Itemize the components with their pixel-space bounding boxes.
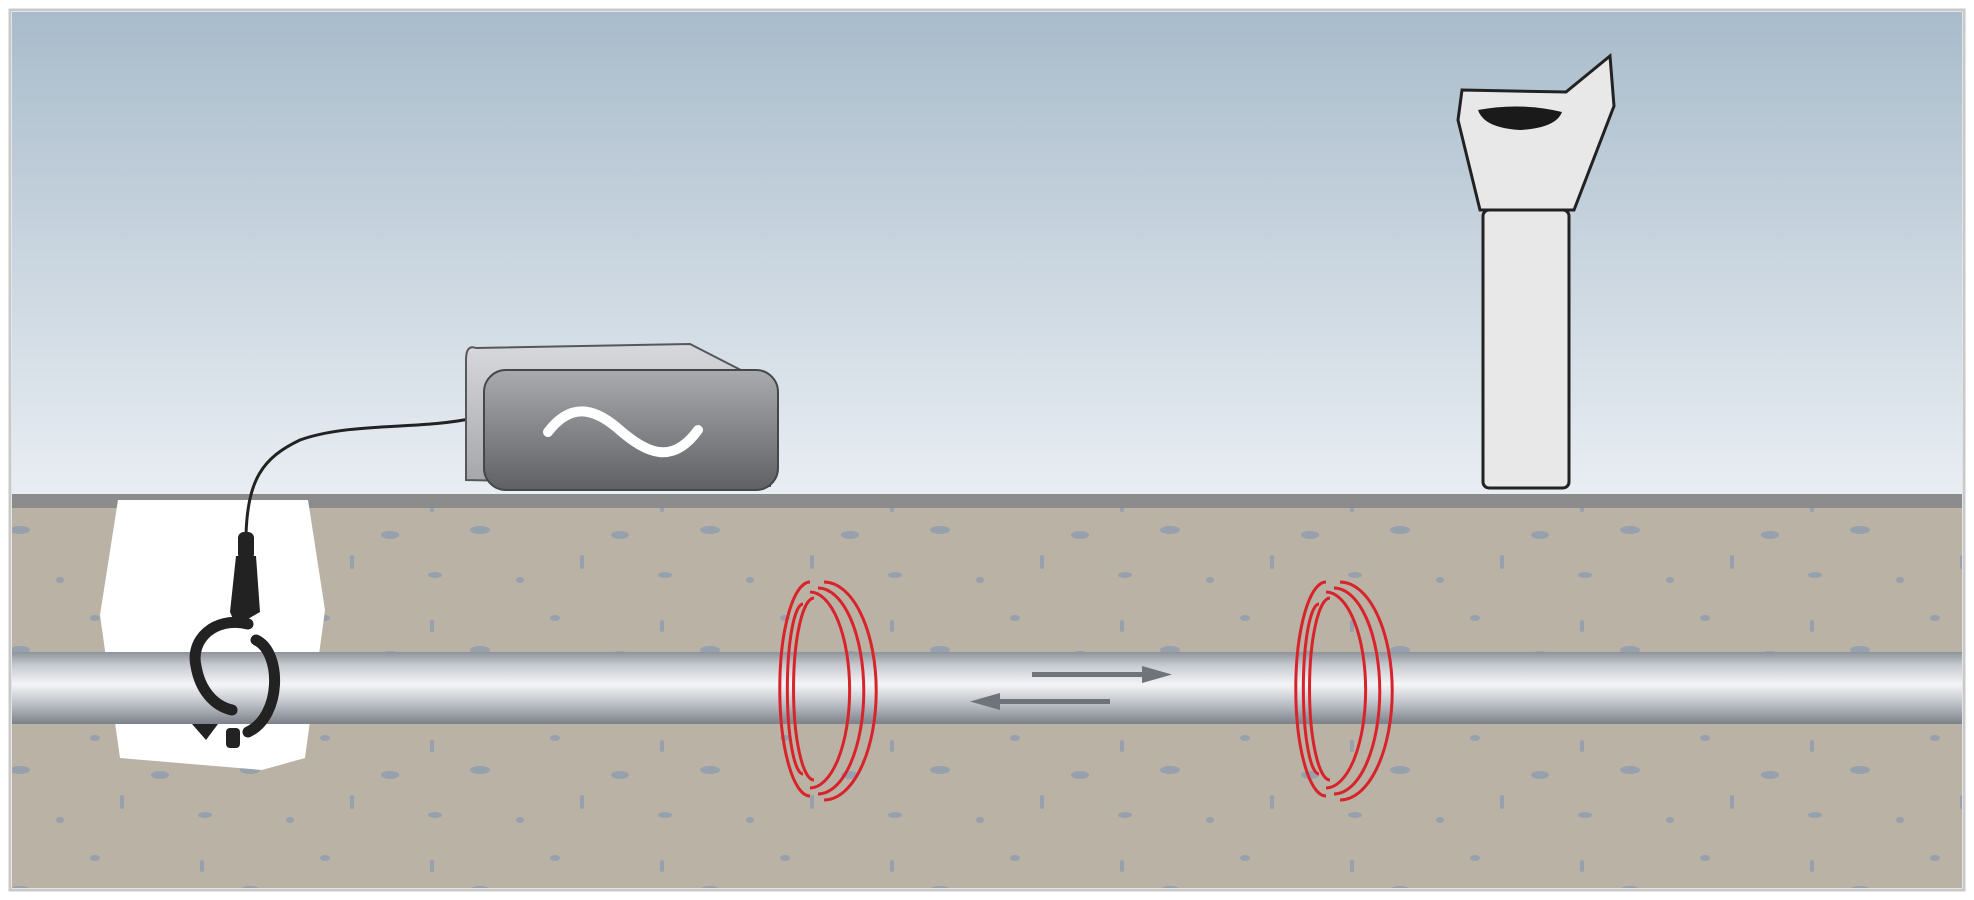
signal-clamp xyxy=(189,532,280,748)
signal-field-right xyxy=(1294,580,1394,802)
sky xyxy=(12,12,1962,497)
display-window-icon xyxy=(1478,106,1562,130)
sine-wave-icon xyxy=(543,406,703,458)
signal-field-left xyxy=(778,580,878,802)
frame-border xyxy=(8,8,1966,892)
transmitter-body xyxy=(483,369,779,491)
locator-head xyxy=(1456,53,1616,212)
ground-surface-line xyxy=(12,494,1962,508)
transmitter xyxy=(465,342,779,491)
locator xyxy=(1456,53,1616,490)
signal-cable xyxy=(244,416,475,535)
locator-shaft xyxy=(1481,208,1571,490)
pipe xyxy=(12,652,1962,724)
bidirectional-arrows-icon xyxy=(970,666,1172,710)
